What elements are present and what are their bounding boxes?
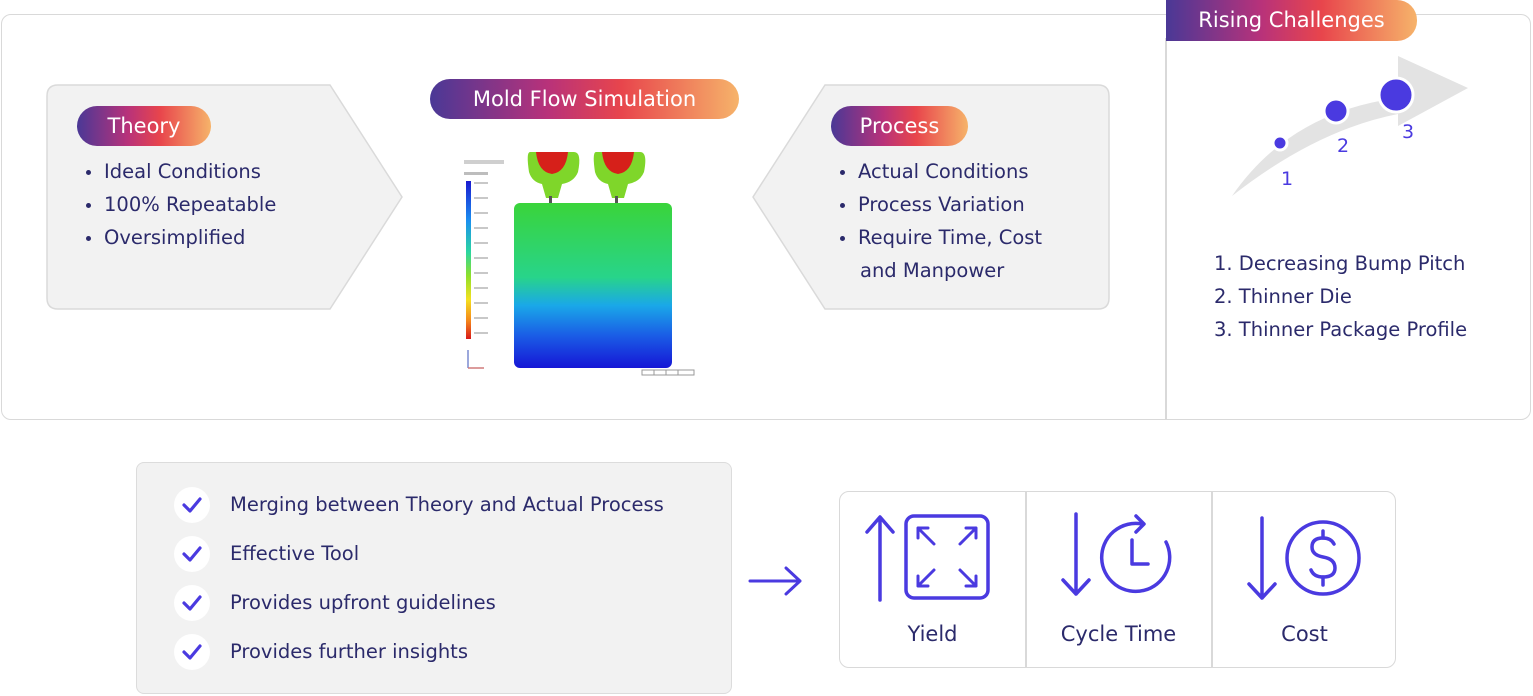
metric-label: Yield <box>907 622 958 646</box>
right-arrow-icon <box>748 566 802 596</box>
benefit-label: Effective Tool <box>230 542 360 565</box>
rising-arrow-icon <box>1232 56 1468 196</box>
check-icon <box>174 536 210 572</box>
metric-yield: Yield <box>840 492 1025 667</box>
metrics-box: Yield Cycle Time Cost <box>839 491 1396 668</box>
theory-item: Oversimplified <box>84 221 276 254</box>
dollar-icon <box>1285 520 1361 596</box>
panel-divider <box>1165 38 1167 420</box>
metric-divider <box>1211 492 1213 667</box>
challenge-item: 3. Thinner Package Profile <box>1214 318 1468 341</box>
benefit-label: Provides further insights <box>230 640 468 663</box>
challenge-marker-label: 1 <box>1281 168 1294 190</box>
arrow-down-icon <box>1061 512 1091 596</box>
process-pill: Process <box>831 106 968 146</box>
yield-icon <box>865 514 990 602</box>
challenge-item: 1. Decreasing Bump Pitch <box>1214 252 1466 275</box>
challenge-item: 2. Thinner Die <box>1214 285 1352 308</box>
theory-pill: Theory <box>77 106 211 146</box>
check-icon <box>174 487 210 523</box>
benefits-panel <box>136 462 732 694</box>
arrow-down-icon <box>1247 516 1277 600</box>
cost-icon <box>1247 516 1361 600</box>
process-item: Process Variation <box>838 188 1042 221</box>
challenge-marker-2 <box>1322 97 1350 125</box>
arrow-up-icon <box>865 515 895 602</box>
challenge-marker-3 <box>1377 76 1415 114</box>
metric-divider <box>1025 492 1027 667</box>
mold-flow-simulation-image <box>464 152 695 376</box>
metric-cycle-time: Cycle Time <box>1026 492 1211 667</box>
metric-label: Cycle Time <box>1060 622 1177 646</box>
metric-cost: Cost <box>1212 492 1397 667</box>
top-panel <box>1 14 1531 420</box>
theory-item: 100% Repeatable <box>84 188 276 221</box>
benefit-label: Provides upfront guidelines <box>230 591 496 614</box>
challenge-marker-1 <box>1271 134 1289 152</box>
clock-icon <box>1100 514 1172 594</box>
benefit-label: Merging between Theory and Actual Proces… <box>230 493 664 516</box>
check-icon <box>174 634 210 670</box>
expand-icon <box>904 514 990 600</box>
challenges-list: 1. Decreasing Bump Pitch 2. Thinner Die … <box>1214 247 1467 346</box>
cycle-time-icon <box>1061 512 1172 596</box>
challenge-marker-label: 2 <box>1337 135 1350 157</box>
check-icon <box>174 585 210 621</box>
theory-list: Ideal Conditions 100% Repeatable Oversim… <box>84 155 276 254</box>
process-item-continuation: and Manpower <box>860 259 1005 282</box>
metric-label: Cost <box>1281 622 1328 646</box>
process-item: Actual Conditions <box>838 155 1042 188</box>
simulation-title-pill: Mold Flow Simulation <box>430 79 739 119</box>
challenge-marker-label: 3 <box>1402 121 1415 143</box>
process-list: Actual Conditions Process Variation Requ… <box>838 155 1042 287</box>
process-item: Require Time, Cost <box>838 221 1042 254</box>
rising-challenges-tab: Rising Challenges <box>1166 0 1417 41</box>
theory-item: Ideal Conditions <box>84 155 276 188</box>
